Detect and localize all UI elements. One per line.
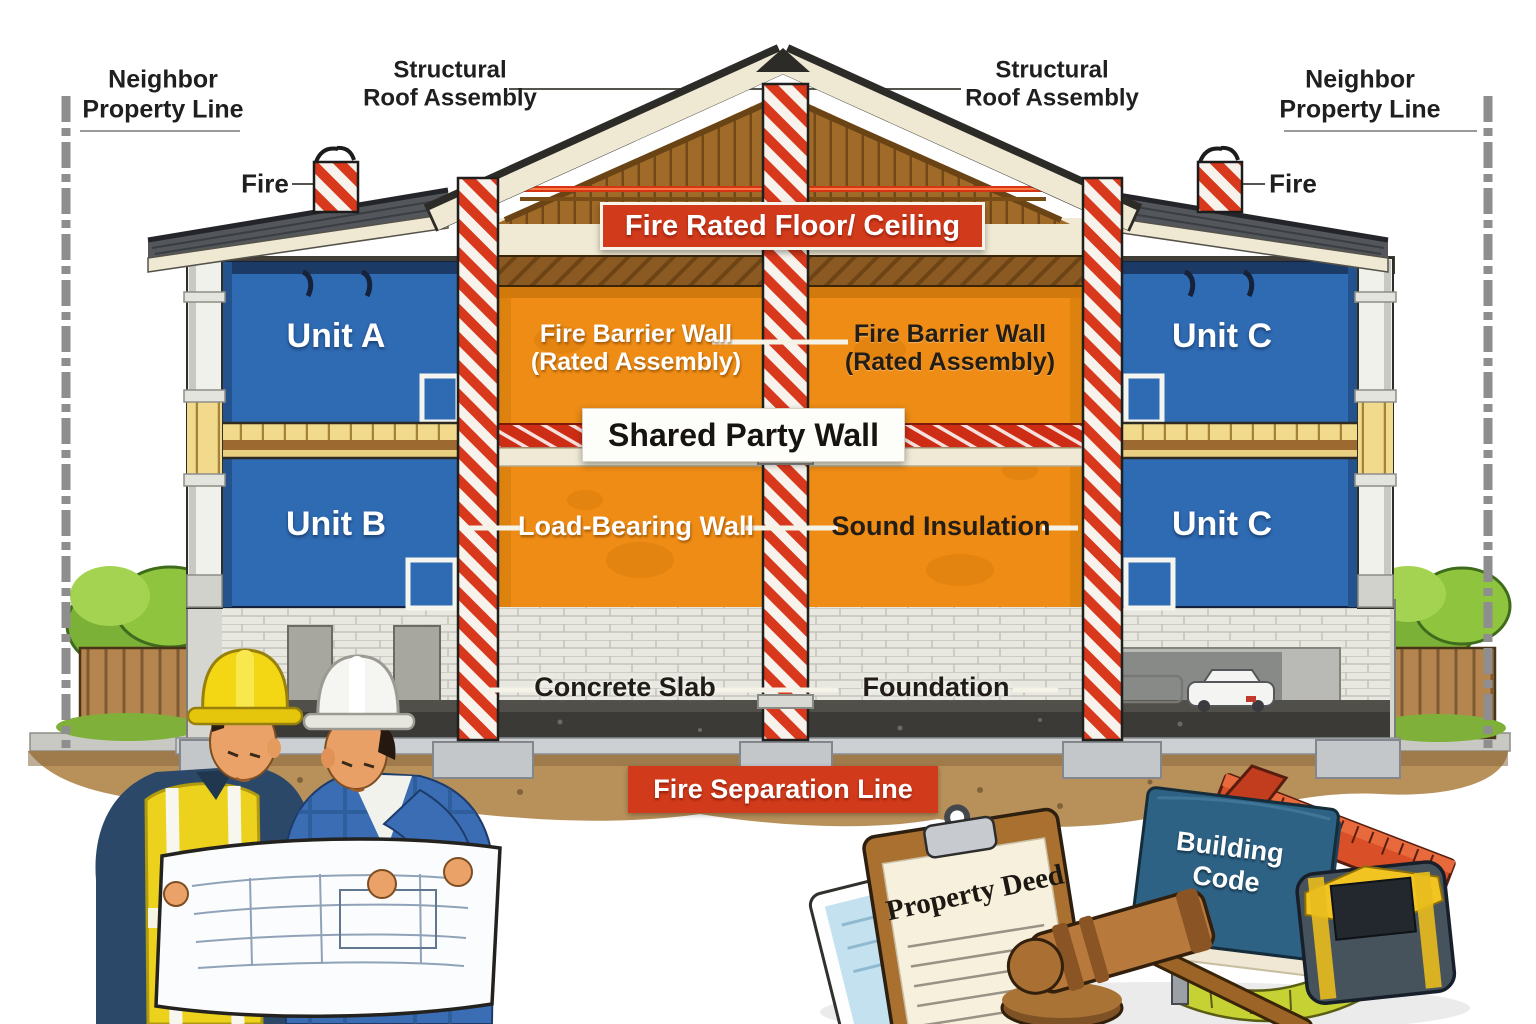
property-line-left bbox=[61, 96, 240, 748]
tape-measure bbox=[1171, 860, 1457, 1023]
sound-insulation-label: Sound Insulation bbox=[831, 511, 1051, 542]
hands bbox=[163, 857, 473, 907]
striped-column-left bbox=[456, 176, 500, 742]
worker-right-head bbox=[302, 654, 416, 792]
fire-barrier-wall-label-left: Fire Barrier Wall (Rated Assembly) bbox=[530, 320, 742, 376]
construction-workers bbox=[95, 648, 502, 1024]
neighbor-property-line-label-left: Neighbor Property Line bbox=[82, 65, 244, 124]
foundation-label: Foundation bbox=[862, 672, 1010, 703]
building-code-title: Building Code bbox=[1174, 825, 1286, 898]
neighbor-property-line-label-right: Neighbor Property Line bbox=[1279, 65, 1441, 124]
door-frames bbox=[405, 373, 1176, 611]
blueprint-drawing bbox=[191, 873, 471, 969]
floor-band-right bbox=[1122, 421, 1358, 460]
shared-party-wall-banner: Shared Party Wall bbox=[582, 408, 905, 462]
blueprint-sheet bbox=[154, 837, 502, 1019]
unit-c-lower-label: Unit C bbox=[1171, 504, 1273, 543]
striped-column-right bbox=[1081, 176, 1124, 742]
left-wall-pillar bbox=[183, 257, 226, 609]
unit-b-label: Unit B bbox=[285, 504, 387, 543]
floor-band-left bbox=[222, 421, 458, 460]
gavel bbox=[1000, 888, 1314, 1024]
right-side-roof bbox=[1087, 187, 1389, 273]
fire-label-left: Fire bbox=[241, 168, 289, 199]
load-bearing-wall-label: Load-Bearing Wall bbox=[517, 511, 755, 542]
legal-objects bbox=[808, 764, 1470, 1024]
foundation-slab bbox=[175, 737, 1401, 779]
concrete-slab-label: Concrete Slab bbox=[534, 672, 716, 703]
fire-rated-floor-ceiling-banner: Fire Rated Floor/ Ceiling bbox=[600, 202, 985, 250]
garage-car bbox=[1108, 669, 1275, 712]
unit-c-upper-label: Unit C bbox=[1171, 316, 1273, 355]
structural-roof-assembly-label-left: Structural Roof Assembly bbox=[363, 56, 537, 112]
unit-a-label: Unit A bbox=[286, 316, 386, 355]
left-side-roof bbox=[147, 187, 449, 273]
fire-barrier-wall-label-right: Fire Barrier Wall (Rated Assembly) bbox=[844, 320, 1056, 376]
leader-lines-white bbox=[468, 339, 1078, 693]
fire-vent-right bbox=[1196, 145, 1244, 214]
property-line-right bbox=[1284, 96, 1493, 748]
fire-vent-left bbox=[312, 145, 360, 214]
structural-roof-assembly-label-right: Structural Roof Assembly bbox=[965, 56, 1139, 112]
fire-separation-line-banner: Fire Separation Line bbox=[628, 766, 938, 813]
right-wall-pillar bbox=[1354, 257, 1397, 609]
worker-left-head bbox=[186, 648, 304, 782]
ceiling-hooks bbox=[301, 269, 1255, 298]
fire-label-right: Fire bbox=[1269, 168, 1317, 199]
